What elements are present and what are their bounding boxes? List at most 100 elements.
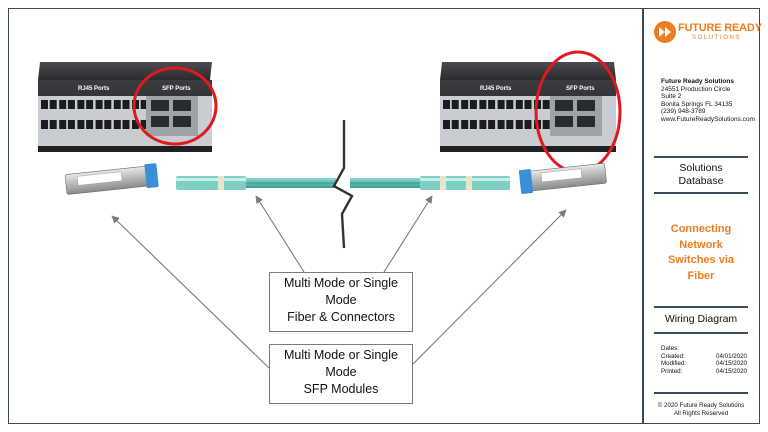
project-title: Connecting Network Switches via Fiber — [654, 222, 748, 284]
address-line: Suite 2 — [661, 93, 682, 100]
callout-line: Mode — [325, 365, 357, 379]
sfp-port — [555, 116, 573, 127]
divider — [654, 192, 748, 194]
logo-name: FUTURE READY — [678, 22, 762, 34]
rj45-port — [122, 100, 130, 109]
fiber-patch-cable — [176, 176, 510, 190]
title-block: FUTURE READY SOLUTIONS Future Ready Solu… — [644, 10, 762, 422]
left-sfp-module — [64, 163, 159, 195]
rj45-port — [140, 100, 148, 109]
callout-fiber-connectors: Multi Mode or Single Mode Fiber & Connec… — [269, 272, 413, 332]
section-line: Database — [678, 175, 724, 187]
sfp-port — [577, 100, 595, 111]
divider — [654, 156, 748, 158]
rj45-port — [542, 120, 550, 129]
fast-forward-icon — [654, 21, 676, 43]
section-line: Solutions — [679, 162, 723, 174]
rj45-ports-label: RJ45 Ports — [480, 86, 512, 92]
rj45-port — [524, 120, 532, 129]
created-date: 04/01/2020 — [716, 352, 747, 360]
distance-break-symbol — [332, 118, 354, 250]
rj45-port — [41, 120, 48, 129]
rj45-port — [469, 100, 477, 109]
sfp-port — [151, 116, 169, 127]
highlight-ring-left — [132, 66, 218, 146]
rj45-port — [41, 100, 48, 109]
rj45-port — [479, 120, 487, 129]
project-title-line: Fiber — [687, 269, 715, 282]
sfp-port — [173, 100, 191, 111]
drawing-type: Wiring Diagram — [664, 313, 738, 325]
rj45-port — [443, 120, 450, 129]
section-name: Solutions Database — [654, 162, 748, 188]
rj45-port — [67, 100, 75, 109]
rj45-port — [49, 120, 57, 129]
callout-sfp-modules: Multi Mode or Single Mode SFP Modules — [269, 344, 413, 404]
rj45-port — [59, 100, 67, 109]
sfp-port — [577, 116, 595, 127]
rj45-port — [86, 120, 94, 129]
rj45-port — [515, 100, 523, 109]
callout-line: SFP Modules — [303, 382, 379, 396]
rj45-port — [542, 100, 550, 109]
modified-label: Modified: — [661, 360, 687, 367]
project-title-line: Network — [679, 238, 723, 251]
rj45-port — [461, 120, 469, 129]
rj45-port — [497, 100, 505, 109]
dates-block: Dates: Created: 04/01/2020 Modified: 04/15… — [661, 345, 747, 375]
copyright: © 2020 Future Ready Solutions All Rights… — [654, 402, 748, 417]
sfp-port — [555, 100, 573, 111]
callout-line: Fiber & Connectors — [287, 310, 395, 324]
created-label: Created: — [661, 352, 685, 360]
rj45-port — [461, 100, 469, 109]
rj45-port — [132, 120, 139, 129]
company-name: Future Ready Solutions — [661, 78, 734, 85]
rj45-port — [451, 100, 459, 109]
address-line: Bonita Springs FL 34135 — [661, 100, 733, 108]
rj45-port — [86, 100, 94, 109]
divider — [654, 306, 748, 308]
rj45-port — [140, 120, 148, 129]
sfp-ports-label: SFP Ports — [162, 86, 191, 92]
rj45-port — [443, 100, 450, 109]
address-line: 24551 Production Circle — [661, 85, 731, 93]
rj45-port — [95, 120, 103, 129]
project-title-line: Switches via — [667, 254, 735, 266]
callout-line: Multi Mode or Single — [284, 276, 398, 290]
modified-date: 04/15/2020 — [716, 360, 747, 367]
website: www.FutureReadySolutions.com — [661, 115, 755, 123]
rj45-port — [59, 120, 67, 129]
copyright-line: All Rights Reserved — [673, 409, 729, 417]
copyright-line: © 2020 Future Ready Solutions — [657, 402, 745, 409]
rj45-port — [104, 100, 112, 109]
divider — [654, 392, 748, 394]
rj45-port — [122, 120, 130, 129]
sfp-ports-label: SFP Ports — [566, 86, 595, 92]
right-sfp-module — [518, 163, 607, 194]
callout-line: Mode — [325, 293, 357, 307]
rj45-port — [488, 120, 496, 129]
rj45-port — [77, 120, 85, 129]
rj45-port — [497, 120, 505, 129]
right-network-switch: RJ45 Ports SFP Ports — [440, 50, 622, 174]
rj45-port — [95, 100, 103, 109]
rj45-port — [104, 120, 112, 129]
printed-label: Printed: — [661, 367, 683, 375]
rj45-port — [506, 100, 514, 109]
left-network-switch: RJ45 Ports SFP Ports — [38, 62, 218, 152]
sfp-port — [173, 116, 191, 127]
dates-label: Dates: — [661, 345, 679, 352]
rj45-port — [488, 100, 496, 109]
company-address: Future Ready Solutions 24551 Production … — [661, 78, 755, 123]
printed-date: 04/15/2020 — [716, 367, 747, 375]
project-title-line: Connecting — [670, 223, 732, 235]
sfp-port — [151, 100, 169, 111]
rj45-port — [469, 120, 477, 129]
rj45-port — [524, 100, 532, 109]
sfp-port-grid — [151, 100, 191, 127]
sfp-port-grid — [555, 100, 595, 127]
logo-subtitle: SOLUTIONS — [692, 35, 742, 41]
divider — [654, 332, 748, 334]
rj45-port — [113, 100, 121, 109]
